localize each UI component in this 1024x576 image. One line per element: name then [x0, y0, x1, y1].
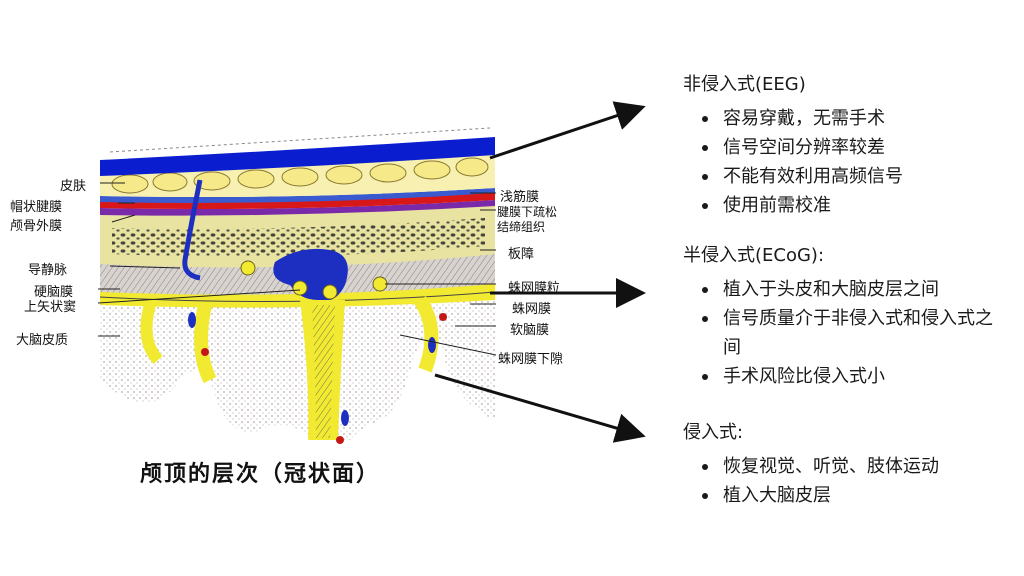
arrow-eeg: [489, 101, 646, 160]
section-title: 非侵入式(EEG): [683, 74, 806, 95]
list-item: 恢复视觉、听觉、肢体运动: [702, 452, 1013, 481]
label-dura: 硬脑膜: [34, 285, 74, 300]
bullet-list: 容易穿戴，无需手术 信号空间分辨率较差 不能有效利用高频信号 使用前需校准: [683, 104, 1013, 220]
list-item: 信号空间分辨率较差: [702, 133, 1013, 162]
label-skin: 皮肤: [60, 179, 87, 194]
label-subaponeurotic: 腱膜下疏松: [497, 205, 558, 219]
list-item: 不能有效利用高频信号: [702, 162, 1013, 191]
section-ecog: 半侵入式(ECoG): 植入于头皮和大脑皮层之间 信号质量介于非侵入式和侵入式之…: [683, 243, 1013, 391]
diagram-caption: 颅顶的层次（冠状面）: [140, 461, 381, 487]
label-pericranium: 颅骨外膜: [10, 219, 63, 234]
emissary-vein: [182, 179, 203, 281]
skin-layer: [100, 137, 495, 176]
label-cortex: 大脑皮质: [16, 333, 69, 348]
list-item: 容易穿戴，无需手术: [702, 104, 1013, 133]
section-title: 侵入式:: [683, 422, 744, 443]
label-sagittal-sinus: 上矢状窦: [24, 300, 77, 315]
bullet-list: 植入于头皮和大脑皮层之间 信号质量介于非侵入式和侵入式之间 手术风险比侵入式小: [683, 275, 1013, 391]
label-arachnoid-granulation: 蛛网膜粒: [508, 281, 561, 296]
list-item: 植入大脑皮层: [702, 481, 1013, 510]
label-emissary-vein: 导静脉: [28, 263, 68, 278]
arrow-invasive: [434, 373, 646, 443]
bullet-list: 恢复视觉、听觉、肢体运动 植入大脑皮层: [683, 452, 1013, 510]
section-eeg: 非侵入式(EEG) 容易穿戴，无需手术 信号空间分辨率较差 不能有效利用高频信号…: [683, 72, 1013, 220]
list-item: 信号质量介于非侵入式和侵入式之间: [702, 304, 993, 362]
label-pia: 软脑膜: [510, 323, 550, 338]
label-superficial-fascia: 浅筋膜: [500, 190, 540, 205]
list-item: 使用前需校准: [702, 191, 1013, 220]
label-arachnoid: 蛛网膜: [512, 302, 552, 317]
label-connective: 结缔组织: [497, 220, 546, 234]
label-galea: 帽状腱膜: [10, 200, 63, 215]
section-title: 半侵入式(ECoG):: [683, 245, 825, 266]
list-item: 手术风险比侵入式小: [702, 362, 1013, 391]
list-item: 植入于头皮和大脑皮层之间: [702, 275, 1013, 304]
label-subarachnoid: 蛛网膜下隙: [498, 352, 564, 367]
label-diploe: 板障: [508, 247, 535, 262]
section-invasive: 侵入式: 恢复视觉、听觉、肢体运动 植入大脑皮层: [683, 420, 1013, 510]
